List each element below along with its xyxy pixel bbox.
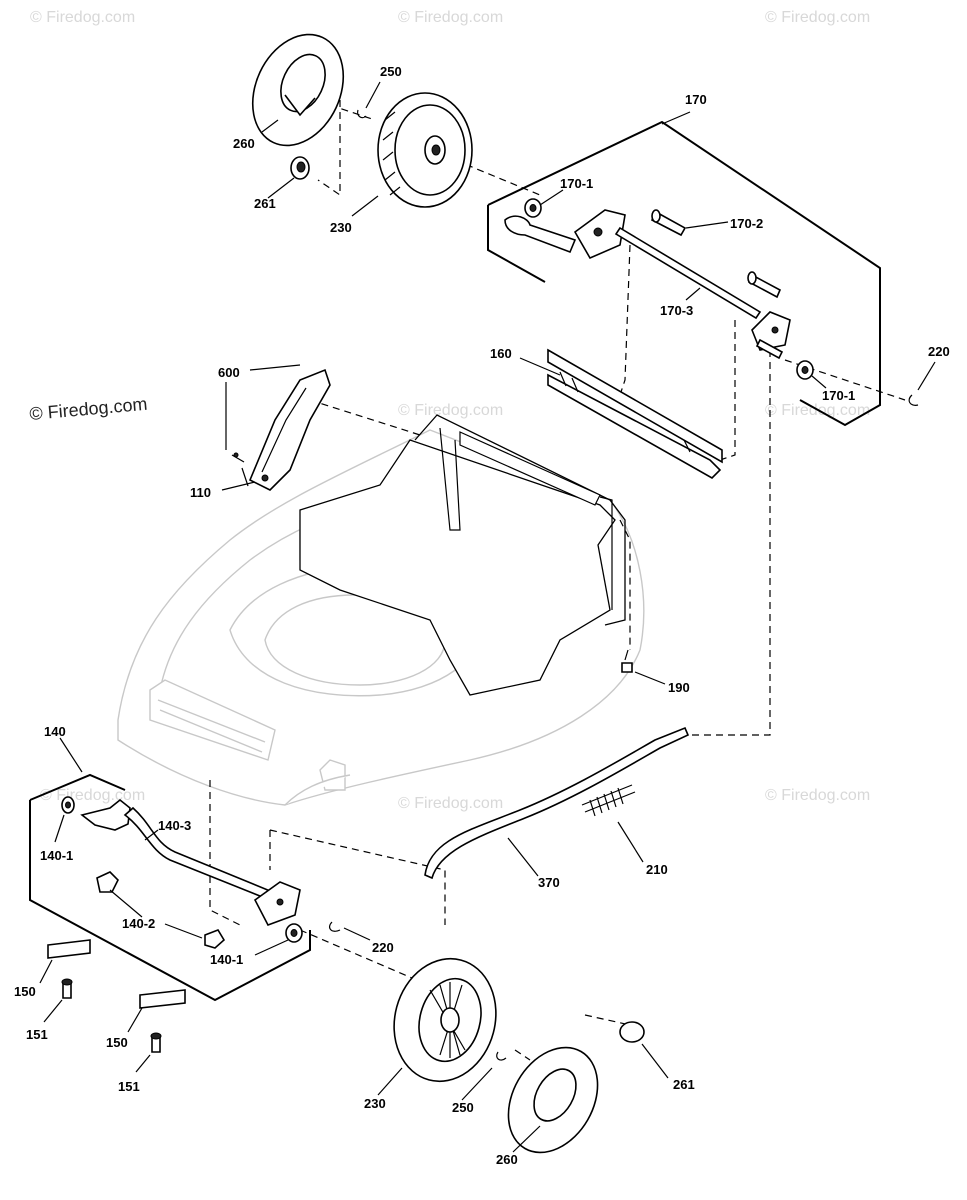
label-600: 600	[218, 365, 240, 380]
bolt-190	[621, 649, 633, 673]
front-axle-assembly	[29, 773, 341, 1002]
label-260-bottom: 260	[496, 1152, 518, 1167]
label-110: 110	[190, 485, 211, 500]
label-leaders	[39, 81, 936, 1153]
watermark-main: © Firedog.com	[29, 394, 149, 424]
rear-flap-bracket	[231, 368, 331, 491]
label-250-bottom: 250	[452, 1100, 474, 1115]
rear-bar	[547, 348, 723, 479]
label-170: 170	[685, 92, 707, 107]
label-140-3: 140-3	[158, 818, 191, 833]
label-220-bottom: 220	[372, 940, 394, 955]
label-140-1-bottom: 140-1	[210, 952, 243, 967]
part-labels: 250 260 261 230 170 170-1 170-2 170-3 22…	[14, 64, 950, 1167]
label-160: 160	[490, 346, 512, 361]
label-170-1-right: 170-1	[822, 388, 855, 403]
label-140-2: 140-2	[122, 916, 155, 931]
label-230-top: 230	[330, 220, 352, 235]
label-170-3: 170-3	[660, 303, 693, 318]
label-260-top: 260	[233, 136, 255, 151]
label-210: 210	[646, 862, 668, 877]
label-140-1-left: 140-1	[40, 848, 73, 863]
label-261-bottom: 261	[673, 1077, 695, 1092]
label-150-a: 150	[14, 984, 36, 999]
watermark-low-center: © Firedog.com	[398, 795, 503, 812]
watermark-top-right: © Firedog.com	[765, 9, 870, 26]
watermark-top-left: © Firedog.com	[30, 9, 135, 26]
spring-and-wire	[424, 726, 690, 880]
label-151-b: 151	[118, 1079, 140, 1094]
front-wheel-bottom	[393, 957, 645, 1154]
label-230-bottom: 230	[364, 1096, 386, 1111]
watermark-low-right: © Firedog.com	[765, 787, 870, 804]
label-250-top: 250	[380, 64, 402, 79]
label-150-b: 150	[106, 1035, 128, 1050]
label-151-a: 151	[26, 1027, 48, 1042]
height-adjuster-assembly	[487, 120, 919, 427]
mower-deck	[117, 414, 645, 806]
label-140: 140	[44, 724, 66, 739]
rear-wheel-top	[251, 33, 473, 208]
label-370: 370	[538, 875, 560, 890]
label-220-right: 220	[928, 344, 950, 359]
label-170-2: 170-2	[730, 216, 763, 231]
label-190: 190	[668, 680, 690, 695]
flaps-and-screws	[47, 939, 186, 1053]
label-261-top: 261	[254, 196, 276, 211]
watermark-mid-center: © Firedog.com	[398, 402, 503, 419]
label-170-1-top: 170-1	[560, 176, 593, 191]
watermark-top-center: © Firedog.com	[398, 9, 503, 26]
